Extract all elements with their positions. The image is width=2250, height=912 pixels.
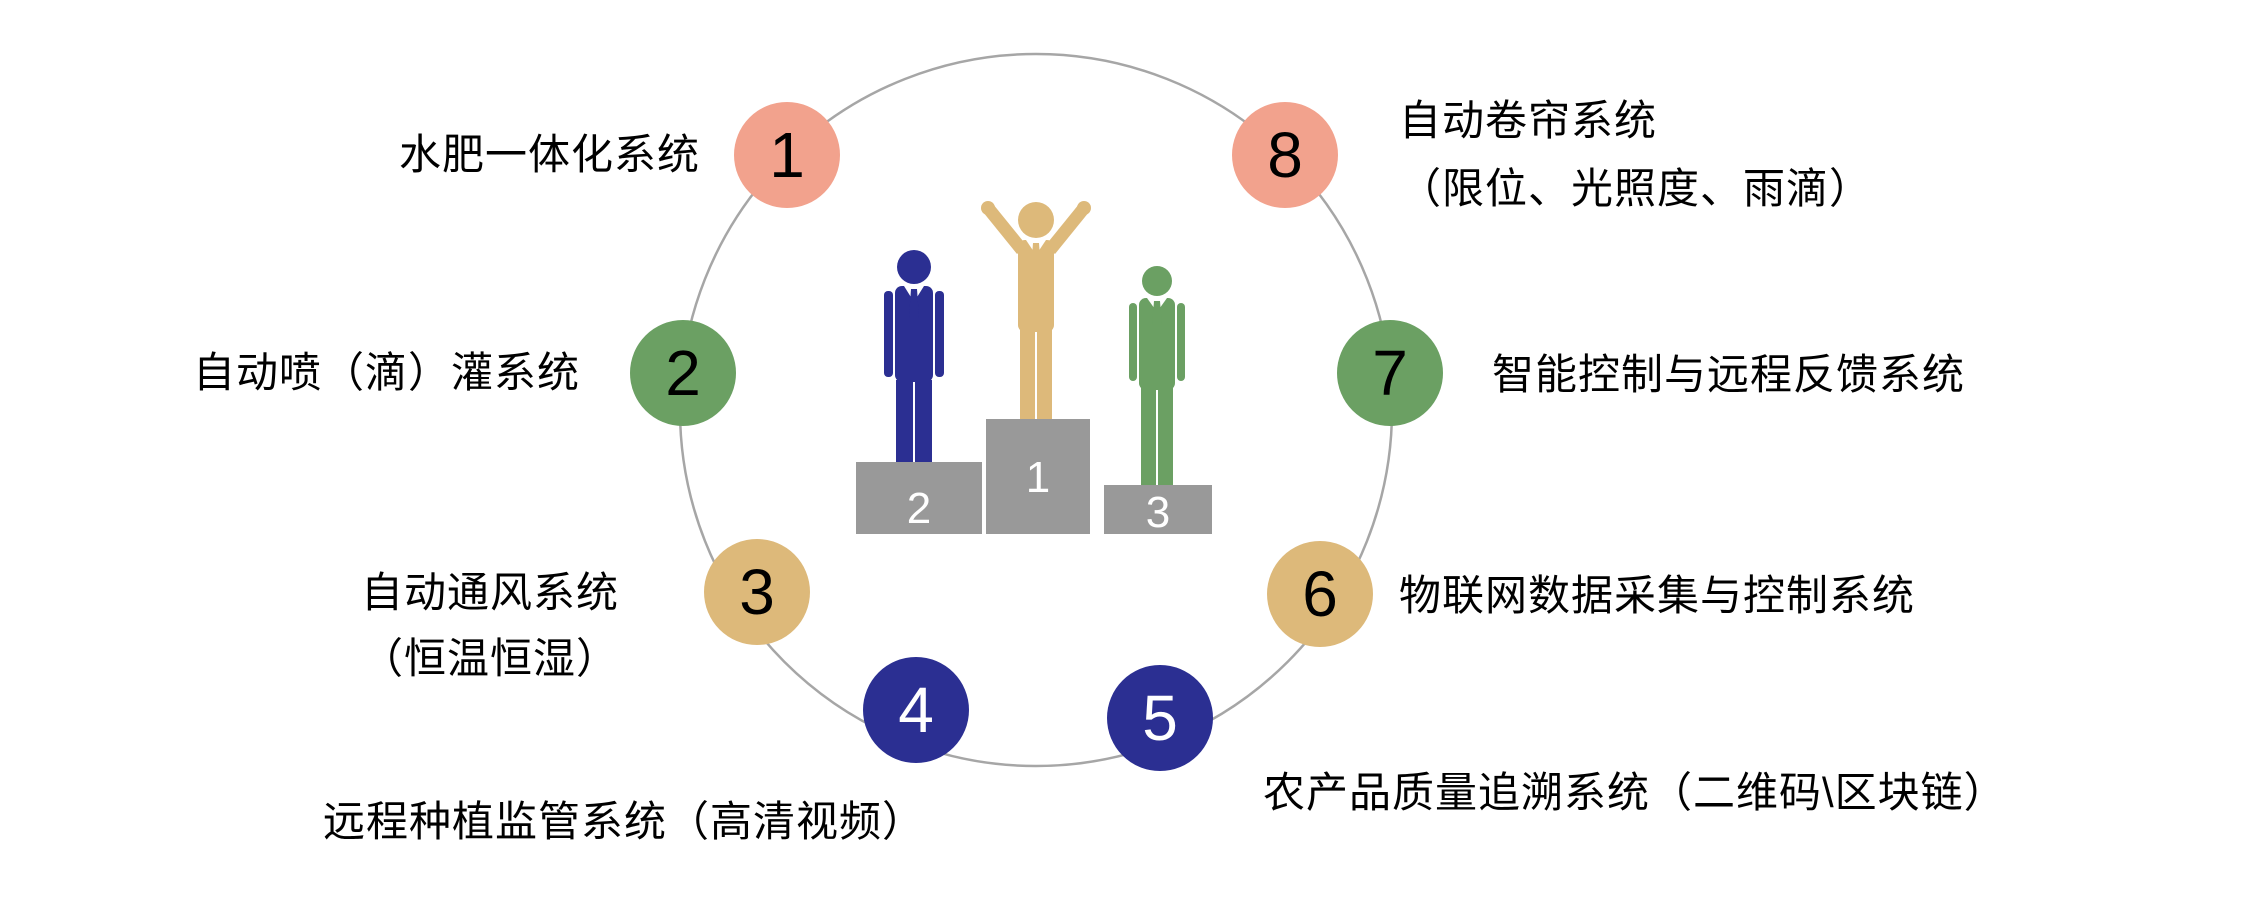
podium-rank-numbers: 2 1 3 bbox=[907, 453, 1170, 537]
figure-leg-right bbox=[915, 380, 932, 462]
label-item-4: 远程种植监管系统（高清视频） bbox=[323, 798, 926, 845]
figure-arm-left bbox=[1129, 303, 1137, 381]
figure-hand-left bbox=[981, 201, 995, 215]
figure-arm-left bbox=[983, 204, 1027, 254]
figure-arm-right bbox=[935, 291, 944, 377]
label-item-8-line1: 自动卷帘系统 bbox=[1399, 97, 1658, 144]
figure-leg-left bbox=[896, 380, 913, 462]
step-number-4: 4 bbox=[898, 674, 934, 746]
step-circle-3: 3 bbox=[704, 539, 810, 645]
label-item-3-line2: （恒温恒湿） bbox=[360, 635, 619, 682]
step-number-3: 3 bbox=[739, 556, 775, 628]
figure-head bbox=[1018, 202, 1054, 238]
second-place-figure bbox=[884, 250, 944, 462]
rank-number-second: 2 bbox=[907, 484, 931, 533]
step-circle-8: 8 bbox=[1232, 102, 1338, 208]
rank-number-third: 3 bbox=[1146, 488, 1170, 537]
label-item-2: 自动喷（滴）灌系统 bbox=[192, 349, 580, 396]
rank-number-first: 1 bbox=[1026, 453, 1050, 502]
step-circle-2: 2 bbox=[630, 320, 736, 426]
step-number-2: 2 bbox=[665, 337, 701, 409]
label-item-8-line2: （限位、光照度、雨滴） bbox=[1399, 165, 1873, 212]
figure-tie bbox=[1031, 243, 1041, 278]
figure-torso bbox=[1139, 298, 1175, 390]
figure-arm-right bbox=[1177, 303, 1185, 381]
figure-torso bbox=[895, 286, 933, 382]
step-circle-4: 4 bbox=[863, 657, 969, 763]
figure-leg-right bbox=[1158, 388, 1173, 485]
podium-block-first bbox=[986, 419, 1090, 534]
step-number-7: 7 bbox=[1372, 337, 1408, 409]
figure-torso bbox=[1018, 240, 1054, 332]
podium-block-third bbox=[1104, 485, 1212, 534]
label-item-3-line1: 自动通风系统 bbox=[360, 569, 619, 616]
label-item-3: 自动通风系统 （恒温恒湿） bbox=[280, 560, 700, 692]
figure-leg-left bbox=[1141, 388, 1156, 485]
step-circle-5: 5 bbox=[1107, 665, 1213, 771]
label-item-6: 物联网数据采集与控制系统 bbox=[1399, 572, 1916, 619]
step-circle-6: 6 bbox=[1267, 541, 1373, 647]
label-item-1: 水肥一体化系统 bbox=[398, 131, 700, 178]
step-number-5: 5 bbox=[1142, 682, 1178, 754]
label-item-7: 智能控制与远程反馈系统 bbox=[1492, 351, 1966, 398]
step-number-6: 6 bbox=[1302, 558, 1338, 630]
label-item-8: 自动卷帘系统 （限位、光照度、雨滴） bbox=[1399, 87, 1872, 223]
first-place-figure bbox=[981, 201, 1091, 419]
step-number-8: 8 bbox=[1267, 119, 1303, 191]
podium-block-second bbox=[856, 462, 982, 534]
label-item-5: 农产品质量追溯系统（二维码\区块链） bbox=[1263, 769, 2007, 816]
figure-arm-right bbox=[1045, 204, 1089, 254]
figure-tie bbox=[1152, 301, 1162, 334]
figure-hand-right bbox=[1077, 201, 1091, 215]
figure-head bbox=[897, 250, 931, 284]
figure-arm-left bbox=[884, 291, 893, 377]
step-number-1: 1 bbox=[769, 119, 805, 191]
figure-leg-left bbox=[1020, 330, 1035, 419]
figure-leg-right bbox=[1037, 330, 1052, 419]
figure-head bbox=[1142, 266, 1172, 296]
third-place-figure bbox=[1129, 266, 1185, 485]
podium-blocks bbox=[856, 419, 1212, 534]
step-circle-1: 1 bbox=[734, 102, 840, 208]
figure-tie bbox=[909, 289, 919, 326]
step-circle-7: 7 bbox=[1337, 320, 1443, 426]
